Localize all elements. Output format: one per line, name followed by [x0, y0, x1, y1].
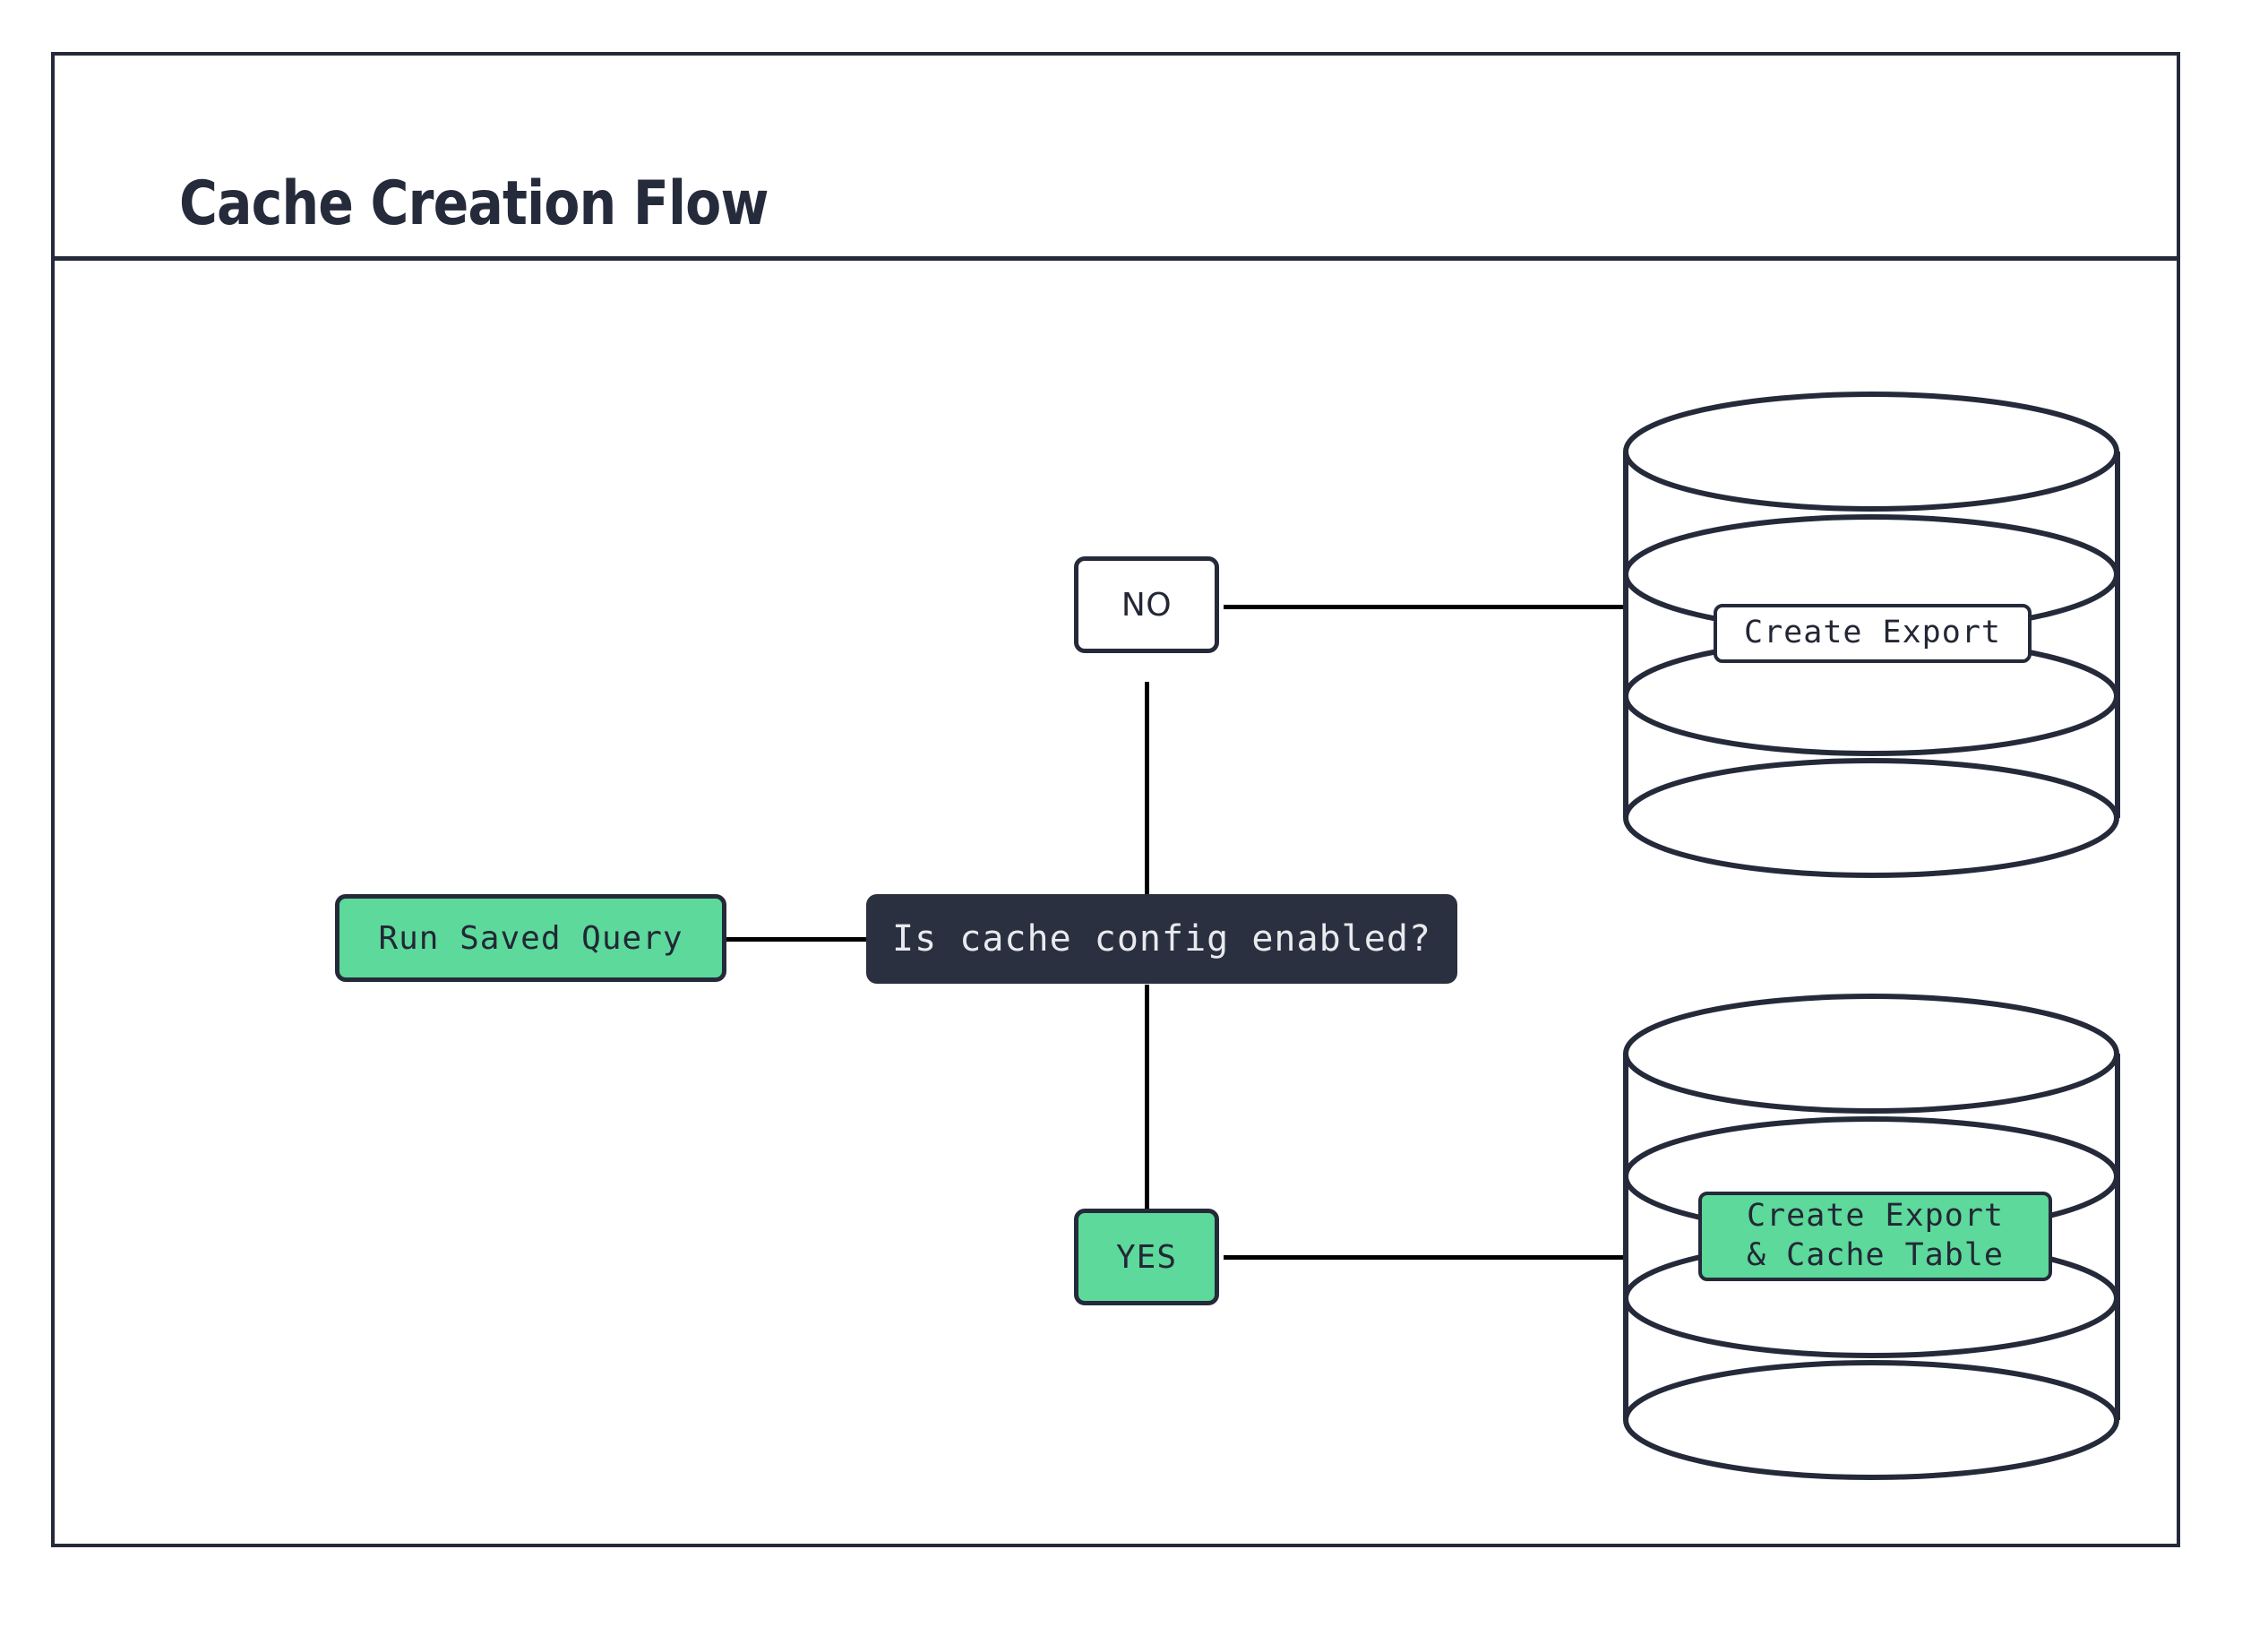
diagram-frame: Cache Creation Flow	[51, 52, 2180, 1547]
edge-yes-to-database-bottom	[1224, 1255, 1627, 1260]
diagram-header: Cache Creation Flow	[55, 56, 2177, 261]
edge-decision-to-yes	[1145, 985, 1149, 1219]
diagram-body: Create Export Create Export & Cache Tabl…	[55, 261, 2177, 1547]
database-bottom-label: Create Export & Cache Table	[1698, 1192, 2052, 1281]
node-is-cache-config-enabled[interactable]: Is cache config enabled?	[866, 894, 1457, 984]
edge-no-to-database-top	[1224, 605, 1627, 609]
edge-decision-to-no	[1145, 682, 1149, 897]
database-bottom-label-line2: & Cache Table	[1747, 1237, 2004, 1273]
node-run-saved-query[interactable]: Run Saved Query	[335, 894, 726, 982]
database-cylinder-top-shape	[1623, 392, 2120, 878]
database-cylinder-bottom: Create Export & Cache Table	[1622, 993, 2124, 1494]
page-title: Cache Creation Flow	[179, 168, 769, 239]
node-branch-yes[interactable]: YES	[1074, 1209, 1219, 1305]
database-cylinder-top: Create Export	[1622, 391, 2124, 892]
database-top-label: Create Export	[1714, 604, 2032, 663]
node-branch-no[interactable]: NO	[1074, 556, 1219, 653]
database-bottom-label-line1: Create Export	[1747, 1198, 2004, 1235]
